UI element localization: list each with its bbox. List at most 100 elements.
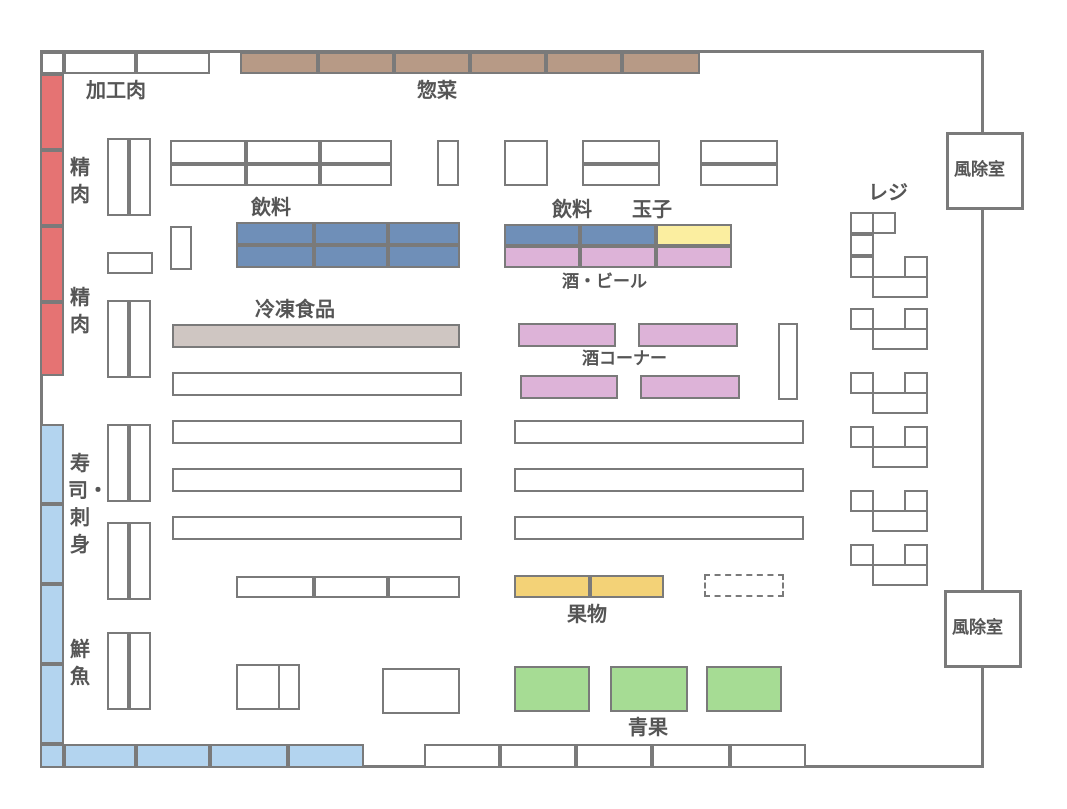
left-shelf [129,522,151,600]
seafood-case [40,504,64,584]
seafood-case [40,744,64,768]
drinks-case [314,222,388,245]
shelf-block [320,164,392,186]
seafood-counter [40,424,64,744]
register-counter [850,234,874,256]
low-shelf [388,576,460,598]
shelf-block [246,164,320,186]
bottom-right-shelf-segment [500,744,576,768]
small-shelf [778,323,798,400]
register-counter [904,256,928,278]
label-fruit: 果物 [567,602,607,626]
aisle-shelf [172,372,462,396]
shelf-block [170,164,246,186]
register-counter [872,564,928,586]
label-produce: 青果 [628,715,668,739]
top-left-shelf [64,52,136,74]
drinks-case [314,245,388,268]
register-counter [872,392,928,414]
register-counter [850,372,874,394]
bottom-right-shelf-segment [424,744,500,768]
aisle-shelf [514,516,804,540]
aisle-shelf [172,516,462,540]
shelf-block [320,140,392,164]
sake-beer-case [656,246,732,268]
deli-case [318,52,394,74]
drinks-case [388,222,460,245]
sake-corner-shelf [518,323,616,347]
small-shelf [107,252,153,274]
sake-beer-case [580,246,656,268]
shelf-block [246,140,320,164]
small-shelf [437,140,459,186]
drinks-case [504,224,580,246]
deli-case [394,52,470,74]
deli-case [622,52,700,74]
shelf-block [582,164,660,186]
left-shelf [107,424,129,502]
produce-shelf [514,666,590,712]
label-deli: 惣菜 [417,78,457,102]
aisle-shelf [172,420,462,444]
meat-case [40,74,64,150]
seafood-case [136,744,210,768]
left-shelf [107,632,129,710]
drinks-case [580,224,656,246]
register-counter [850,490,874,512]
egg-case [656,224,732,246]
top-left-shelf [40,52,64,74]
produce-shelf [706,666,782,712]
small-shelf [170,226,192,270]
meat-case [40,302,64,376]
register-counter [850,426,874,448]
label-drinks-right: 飲料 [552,197,592,221]
windbreak-room-top [946,132,1024,210]
register-counter [904,372,928,394]
seafood-case [40,424,64,504]
register-counter [872,212,896,234]
label-meat-2: 精肉 [70,285,90,336]
meat-case [40,150,64,226]
sake-beer-case [504,246,580,268]
register-counter [850,308,874,330]
left-shelf [107,522,129,600]
frozen-food-shelf [172,324,460,348]
left-shelf [107,300,129,378]
drinks-shelf-right [504,224,732,246]
low-shelf [236,576,314,598]
bottom-shelf [236,664,280,710]
left-shelf [129,424,151,502]
register-counter [872,510,928,532]
register-counter [904,544,928,566]
label-eggs: 玉子 [632,197,672,221]
small-shelf [504,140,548,186]
label-processed-meat: 加工肉 [86,78,146,102]
register-counter [872,446,928,468]
shelf-block [700,164,778,186]
low-shelf [314,576,388,598]
register-counter [850,256,874,278]
register-counter [872,276,928,298]
fruit-case [514,575,590,598]
fruit-shelf [514,575,664,598]
bottom-right-shelf-segment [652,744,730,768]
windbreak-room-bottom [944,590,1022,668]
bottom-shelf [382,668,460,714]
label-frozen-food: 冷凍食品 [255,297,335,321]
register-counter [872,328,928,350]
label-meat-1: 精肉 [70,155,90,206]
meat-case [40,226,64,302]
register-counter [904,490,928,512]
seafood-case [40,584,64,664]
aisle-shelf [172,468,462,492]
produce-shelf [610,666,688,712]
bottom-right-shelf-segment [730,744,806,768]
deli-counter [240,52,700,74]
register-counter [904,426,928,448]
sake-corner-shelf [520,375,618,399]
seafood-case [288,744,364,768]
label-sushi-sashimi: 寿司・刺身 [68,451,108,556]
deli-case [546,52,622,74]
seafood-counter-bottom [40,744,364,768]
label-drinks-left: 飲料 [251,195,291,219]
